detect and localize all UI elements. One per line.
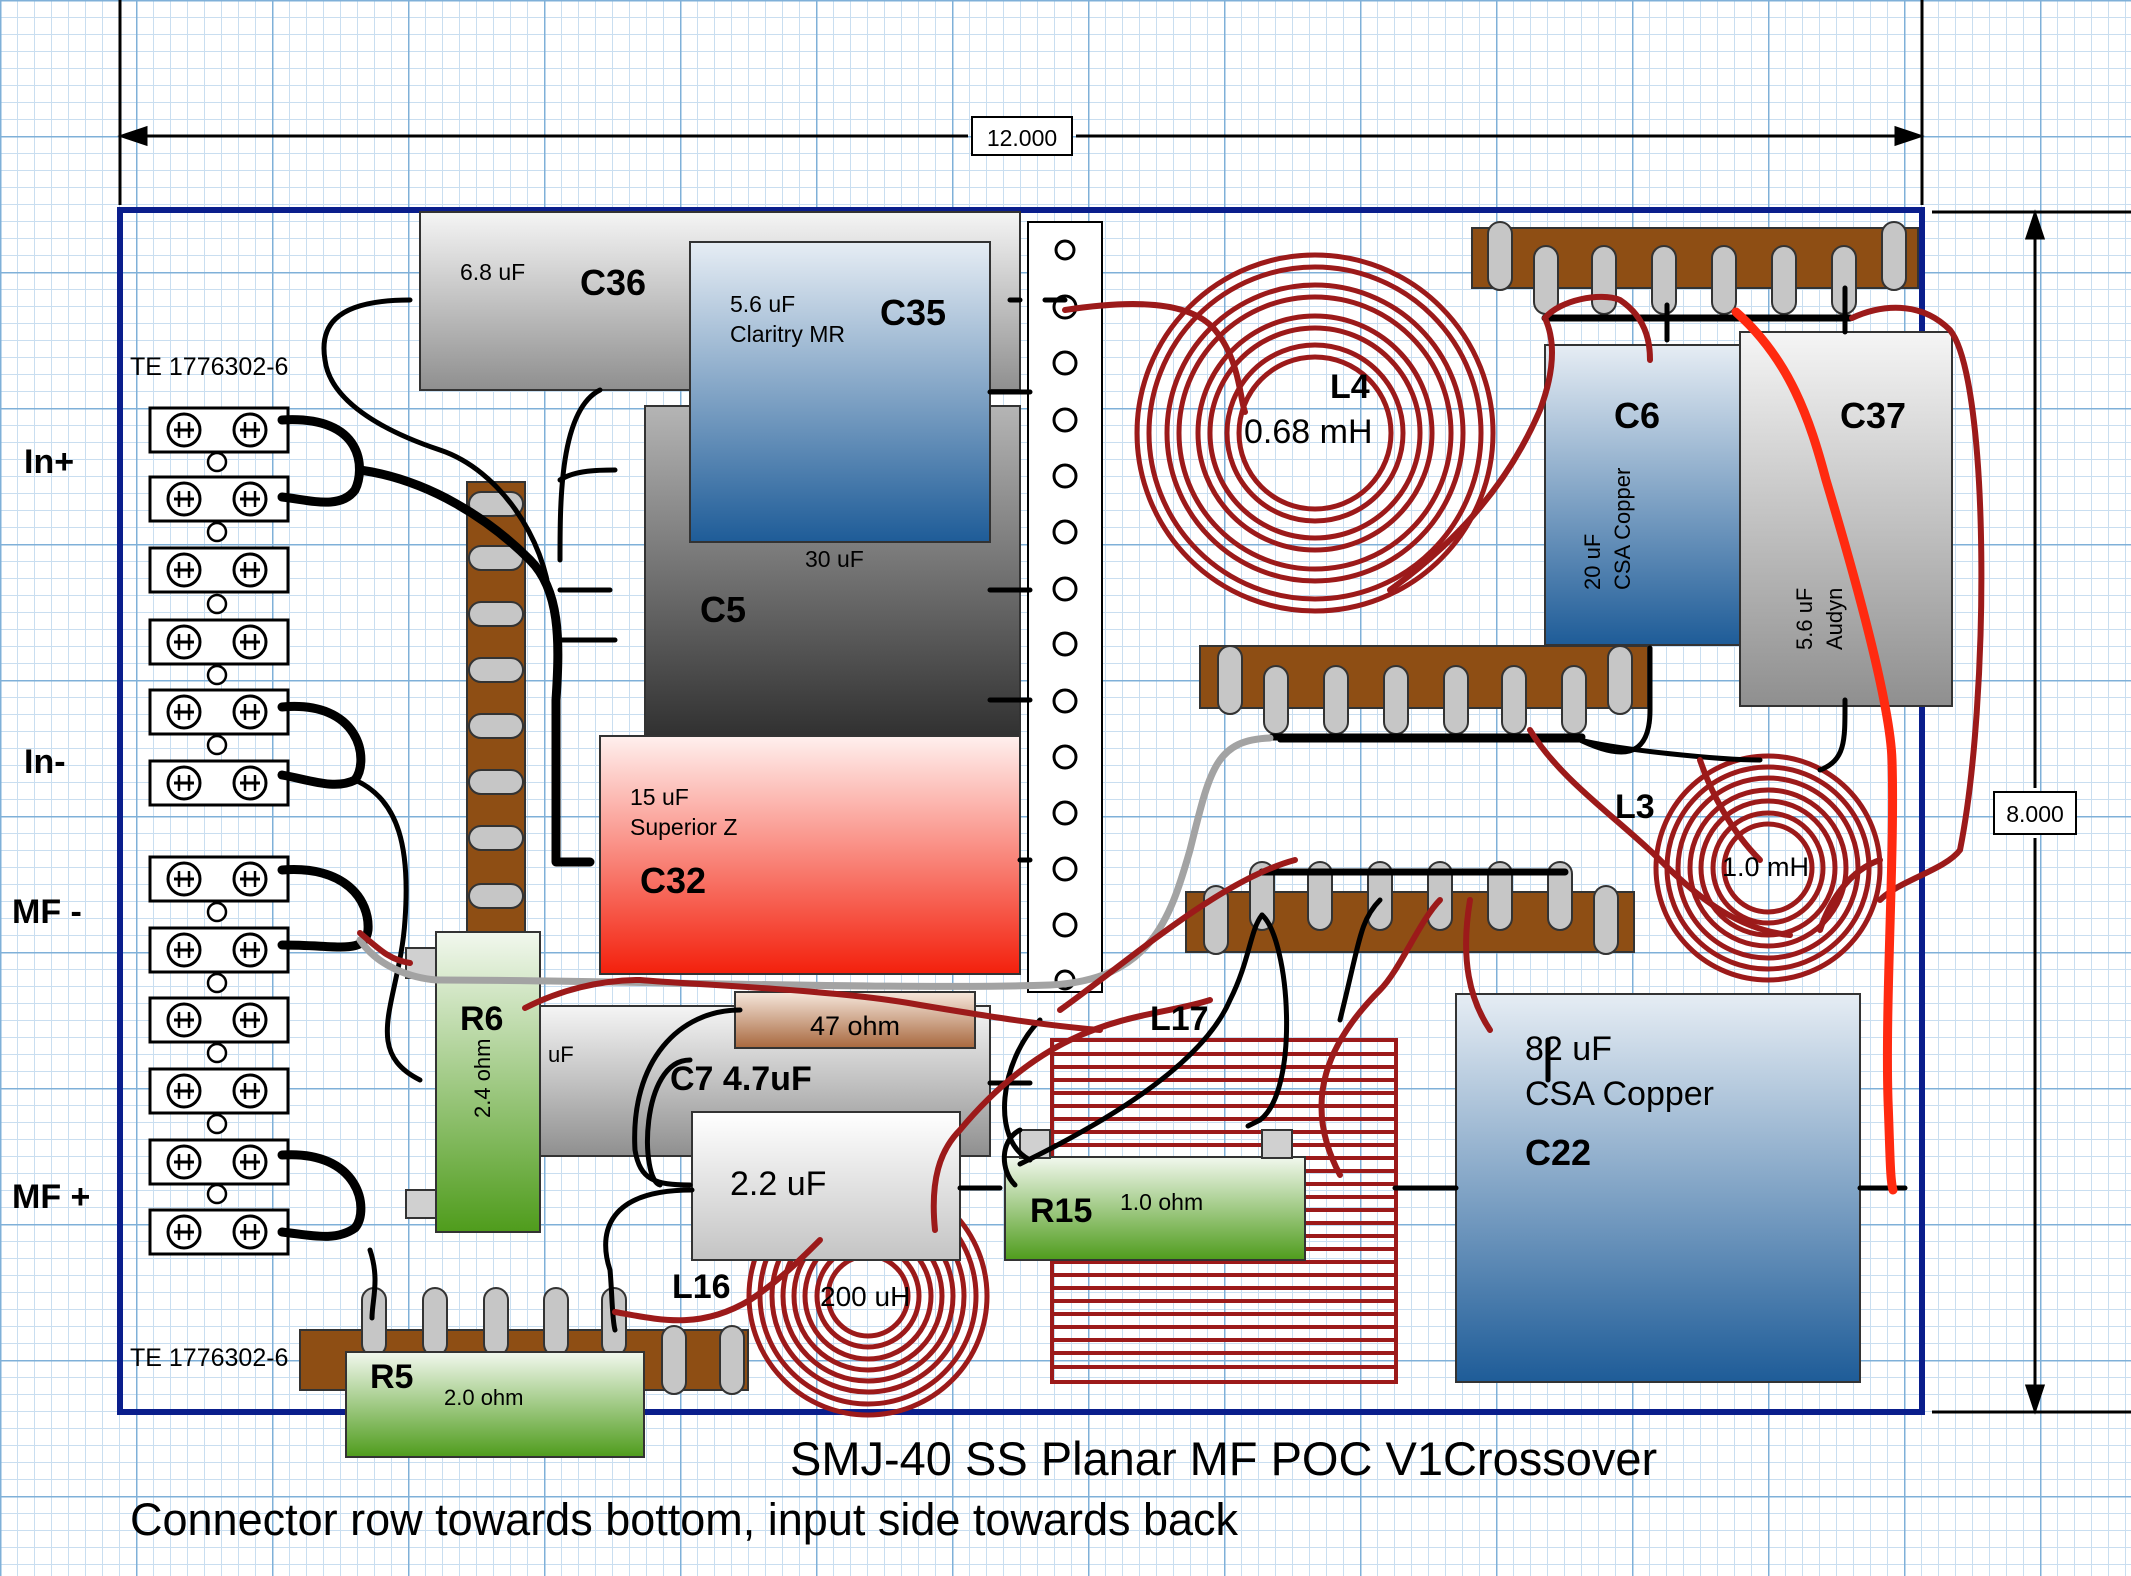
board-outline: [117, 207, 1925, 1415]
tag-strip-left: [466, 481, 526, 938]
c35-type: Claritry MR: [730, 321, 845, 347]
c7-value: uF: [548, 1042, 574, 1067]
l4-ref: L4: [1330, 368, 1370, 406]
c32-type: Superior Z: [630, 814, 737, 840]
l16-ref: L16: [672, 1268, 731, 1306]
c22-ref: C22: [1525, 1132, 1591, 1173]
label-in-plus: In+: [24, 443, 74, 481]
c7-ref: C7 4.7uF: [670, 1060, 812, 1098]
r15-value: 1.0 ohm: [1120, 1189, 1203, 1215]
c5-ref: C5: [700, 589, 746, 630]
c6-ref: C6: [1614, 395, 1660, 436]
screw-strip-vertical: [1027, 221, 1103, 993]
width-dimension-box: [971, 116, 1073, 156]
r47-value: 47 ohm: [810, 1011, 900, 1041]
diagram-title: SMJ-40 SS Planar MF POC V1Crossover: [790, 1432, 1657, 1485]
r5-ref: R5: [370, 1358, 413, 1396]
capacitor-2-2uf: [691, 1111, 961, 1261]
height-dimension: [1932, 209, 2131, 1415]
height-dimension-label: 8.000: [2006, 801, 2064, 827]
label-in-minus: In-: [24, 743, 66, 781]
l16-value: 200 uH: [820, 1281, 910, 1312]
resistor-47-ohm: [734, 991, 976, 1049]
l3-value: 1.0 mH: [1722, 852, 1809, 882]
capacitor-c6: [1544, 344, 1746, 646]
c37-type: Audyn: [1822, 588, 1847, 650]
resistor-r5: [345, 1351, 645, 1458]
c22-value: 82 uF: [1525, 1030, 1612, 1068]
wiring-red: [1731, 307, 1898, 1195]
terminal-block-top-label: TE 1776302-6: [130, 353, 288, 381]
capacitor-c35: [689, 241, 991, 543]
c36-ref: C36: [580, 262, 646, 303]
capacitor-c32: [599, 735, 1021, 975]
c35-ref: C35: [880, 292, 946, 333]
c36-value: 6.8 uF: [460, 259, 525, 285]
c2-value: 2.2 uF: [730, 1165, 826, 1203]
l4-value: 0.68 mH: [1244, 413, 1373, 451]
width-dimension-label: 12.000: [987, 125, 1057, 151]
terminal-block-bottom-label: TE 1776302-6: [130, 1344, 288, 1372]
r6-ref: R6: [460, 1000, 503, 1038]
c35-value: 5.6 uF: [730, 291, 795, 317]
capacitor-c22: [1455, 993, 1861, 1383]
wiring-grey: [356, 734, 1274, 990]
labels: TE 1776302-6 TE 1776302-6 In+ In- MF - M…: [12, 259, 1906, 1545]
r5-value: 2.0 ohm: [444, 1385, 524, 1410]
r6-value: 2.4 ohm: [470, 1039, 495, 1119]
tag-strip-middle-right: [1199, 645, 1649, 735]
l17-ref: L17: [1150, 1000, 1209, 1038]
wiring-black: [277, 285, 1908, 1333]
wiring-darkred: [357, 293, 1985, 1324]
c5-value: 30 uF: [805, 546, 864, 572]
label-mf-plus: MF +: [12, 1178, 90, 1216]
c32-value: 15 uF: [630, 784, 689, 810]
terminal-block-array: [148, 406, 290, 1256]
c37-ref: C37: [1840, 395, 1906, 436]
c6-value: 20 uF: [1580, 534, 1605, 590]
diagram-subtitle: Connector row towards bottom, input side…: [130, 1494, 1239, 1545]
c6-type: CSA Copper: [1610, 468, 1635, 590]
c22-type: CSA Copper: [1525, 1075, 1714, 1113]
height-dimension-box: [1993, 791, 2077, 835]
r15-ref: R15: [1030, 1192, 1092, 1230]
resistor-r15: [1004, 1156, 1306, 1261]
tag-strip-top-right: [1471, 221, 1919, 315]
capacitor-c37: [1739, 331, 1953, 707]
l3-ref: L3: [1615, 788, 1655, 826]
c37-value: 5.6 uF: [1792, 588, 1817, 650]
c32-ref: C32: [640, 860, 706, 901]
width-dimension: [117, 0, 1925, 205]
inductor-l4-coil: [1134, 252, 1496, 614]
label-mf-minus: MF -: [12, 893, 82, 931]
